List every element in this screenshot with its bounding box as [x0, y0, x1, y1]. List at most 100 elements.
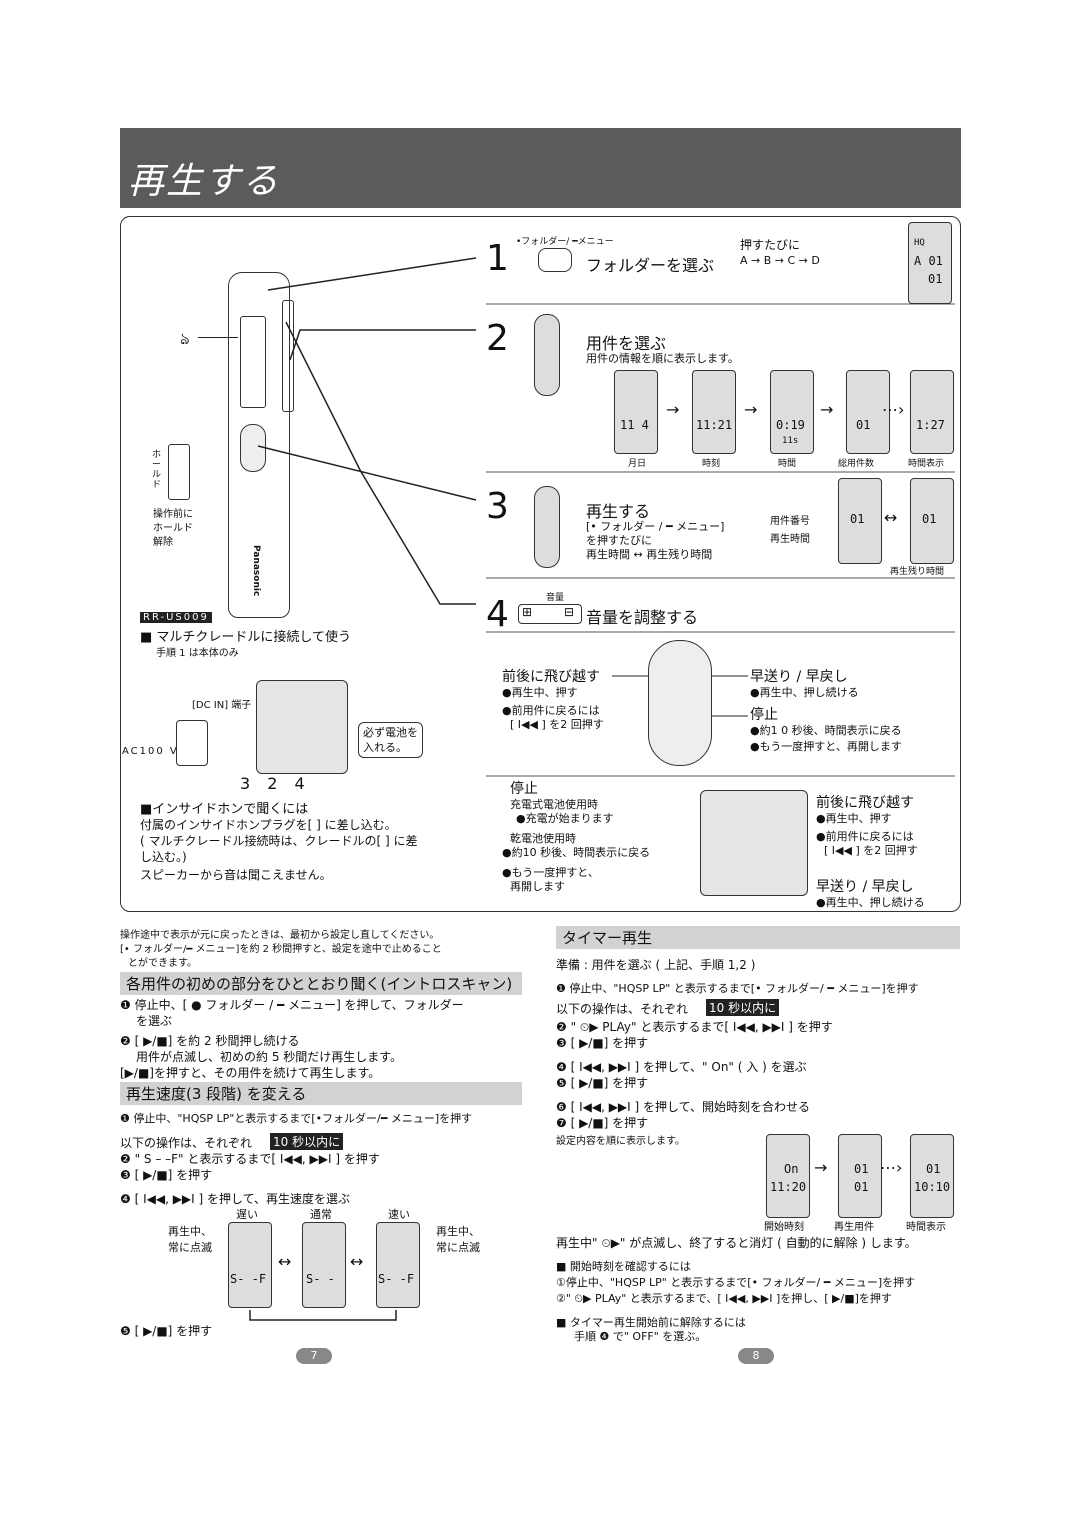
timer-lcd-time-value: 10:10: [914, 1180, 951, 1194]
note-2: [• フォルダー/━ メニュー]を約 2 秒間押すと、設定を途中で止めること: [120, 944, 442, 955]
step3-lcd-remain: [910, 478, 954, 564]
timer-lcd-start: [766, 1134, 810, 1218]
cradle-stop-6: 再開します: [510, 880, 565, 893]
cradle-ff-title: 早送り / 早戻し: [816, 879, 914, 895]
cradle-stop-title: 停止: [510, 781, 538, 797]
step1-each-press: 押すたびに: [740, 238, 801, 252]
timer-within-tag: 10 秒以内に: [706, 999, 780, 1016]
cradle-dcin-label: [DC IN] 端子: [192, 700, 252, 711]
volume-down-icon[interactable]: ⊟: [564, 605, 575, 619]
timer-step6: ❻ [ I◀◀, ▶▶I ] を押して、開始時刻を合わせる: [556, 1100, 811, 1114]
intro-section-title: 各用件の初めの部分をひととおり聞く(イントロスキャン): [120, 972, 522, 995]
step3-line3: 再生時間 ↔ 再生残り時間: [586, 548, 713, 561]
controls-stop-1: ●約1 0 秒後、時間表示に戻る: [750, 724, 902, 737]
step3-lcd-play: [838, 478, 882, 564]
controls-jog-dial[interactable]: [648, 640, 712, 766]
intro-step1: ❶ 停止中、[ ● フォルダー / ━ メニュー] を押して、フォルダー: [120, 998, 464, 1012]
intro-step1b: を選ぶ: [136, 1014, 173, 1028]
step2-lcd-time-value: 11:21: [696, 418, 733, 432]
device-side-button[interactable]: [282, 300, 294, 412]
step1-button-caption: •フォルダー/ ━メニュー: [516, 237, 614, 247]
speed-section-title: 再生速度(3 段階) を変える: [120, 1082, 522, 1105]
ac-adapter: [176, 720, 208, 766]
earphone-jack-icon: ঌ: [180, 329, 190, 348]
speed-step3: ❸ [ ▶/■] を押す: [120, 1168, 213, 1182]
speed-lcd-normal: [302, 1222, 346, 1308]
step2-jog-dial[interactable]: [534, 314, 560, 396]
speed-within-tag: 10 秒以内に: [270, 1133, 344, 1150]
arrow-right-icon: →: [820, 400, 834, 419]
model-tag: RR-US009: [140, 612, 212, 623]
arrow-right-icon: →: [744, 400, 758, 419]
toggle-arrow-icon: ↔: [350, 1252, 364, 1271]
step2-label-time: 時刻: [702, 459, 721, 469]
cradle-skip-3: [ I◀◀ ] を2 回押す: [824, 844, 918, 857]
controls-skip-3: [ I◀◀ ] を2 回押す: [510, 718, 604, 731]
timer-cancel-title: ■ タイマー再生開始前に解除するには: [556, 1316, 746, 1329]
step1-lcd-number: 01: [928, 272, 943, 286]
step2-lcd-duration: [770, 370, 814, 454]
timer-step7: ❼ [ ▶/■] を押す: [556, 1116, 649, 1130]
step3-label-remain: 再生残り時間: [890, 567, 945, 577]
speed-step1b: 以下の操作は、それぞれ: [120, 1136, 253, 1150]
cradle-stop-1: 充電式電池使用時: [510, 798, 598, 811]
step2-subtitle: 用件の情報を順に表示します。: [586, 352, 739, 365]
hold-release-note: 操作前に ホールド 解除: [153, 509, 193, 548]
timer-lcd-msg-top: 01: [854, 1162, 869, 1176]
speed-cycle-arrow: [249, 1310, 397, 1321]
speed-step4: ❹ [ I◀◀, ▶▶I ] を押して、再生速度を選ぶ: [120, 1192, 351, 1206]
timer-lcd-msg-value: 01: [854, 1180, 869, 1194]
arrow-right-icon: →: [666, 400, 680, 419]
controls-ff-title: 早送り / 早戻し: [750, 669, 848, 685]
hold-switch[interactable]: [168, 444, 190, 500]
cradle-section-title: ■ マルチクレードルに接続して使う: [140, 630, 352, 645]
controls-stop-title: 停止: [750, 707, 778, 723]
cradle-skip-2: ●前用件に戻るには: [816, 830, 914, 843]
step2-lcd-time: [692, 370, 736, 454]
page-header-bar: [120, 128, 961, 208]
device-display: [240, 316, 266, 408]
timer-after: 再生中" ⏲▶" が点滅し、終了すると消灯 ( 自動的に解除 ) します。: [556, 1236, 917, 1250]
step3-jog-dial[interactable]: [534, 486, 560, 568]
volume-rocker[interactable]: [518, 604, 582, 624]
folder-menu-button[interactable]: [538, 248, 572, 272]
arrow-right-icon: →: [814, 1158, 828, 1177]
step2-label-duration: 時間: [778, 459, 797, 469]
timer-label-msg: 再生用件: [834, 1222, 874, 1233]
controls-skip-1: ●再生中、押す: [502, 686, 578, 699]
cradle-stop-3: 乾電池使用時: [510, 832, 576, 845]
timer-step5: ❺ [ ▶/■] を押す: [556, 1076, 649, 1090]
cradle-ac-label: AC100 V: [122, 746, 179, 757]
speed-step5: ❺ [ ▶/■] を押す: [120, 1324, 213, 1338]
step3-title: 再生する: [586, 502, 651, 521]
timer-confirm-title: ■ 開始時刻を確認するには: [556, 1260, 691, 1273]
step4-title: 音量を調整する: [586, 608, 699, 627]
speed-step2: ❷ " S – –F" と表示するまで[ I◀◀, ▶▶I ] を押す: [120, 1152, 380, 1166]
step1-lcd-hq: HQ: [914, 238, 925, 248]
cradle-steps-label: 3 2 4: [240, 774, 311, 793]
speed-lcd-fast-value: S- -F: [378, 1272, 415, 1286]
step2-lcd-duration-sec: 11s: [782, 436, 799, 446]
timer-lcd-start-top: On: [784, 1162, 799, 1176]
cradle-stop-5: ●もう一度押すと、: [502, 866, 599, 879]
cradle-step1-note: 手順 1 は本体のみ: [156, 648, 239, 659]
timer-step4: ❹ [ I◀◀, ▶▶I ] を押して、" On" ( 入 ) を選ぶ: [556, 1060, 807, 1074]
speed-lcd-slow-value: S- -F: [230, 1272, 267, 1286]
timer-label-start: 開始時刻: [764, 1222, 804, 1233]
volume-up-icon[interactable]: ⊞: [522, 605, 533, 619]
intro-step2: ❷ [ ▶/■] を約 2 秒間押し続ける: [120, 1034, 300, 1048]
speed-slow-label: 遅い: [236, 1208, 258, 1221]
timer-step7b: 設定内容を順に表示します。: [556, 1136, 685, 1147]
timer-step3: ❸ [ ▶/■] を押す: [556, 1036, 649, 1050]
toggle-arrow-icon: ↔: [884, 508, 898, 527]
cradle-closeup: [700, 790, 808, 896]
cradle-skip-1: ●再生中、押す: [816, 812, 892, 825]
step3-lcd-play-num: 01: [850, 512, 865, 526]
controls-skip-2: ●前用件に戻るには: [502, 704, 600, 717]
timer-prep: 準備 : 用件を選ぶ ( 上記、手順 1,2 ): [556, 958, 756, 972]
timer-cancel-1: 手順 ❹ で" OFF" を選ぶ。: [574, 1330, 707, 1343]
step2-lcd-date-value: 11 4: [620, 418, 649, 432]
page-number-right: 8: [738, 1348, 774, 1364]
page-title: 再生する: [128, 161, 281, 202]
insidephone-l3: し込む。): [140, 850, 187, 864]
